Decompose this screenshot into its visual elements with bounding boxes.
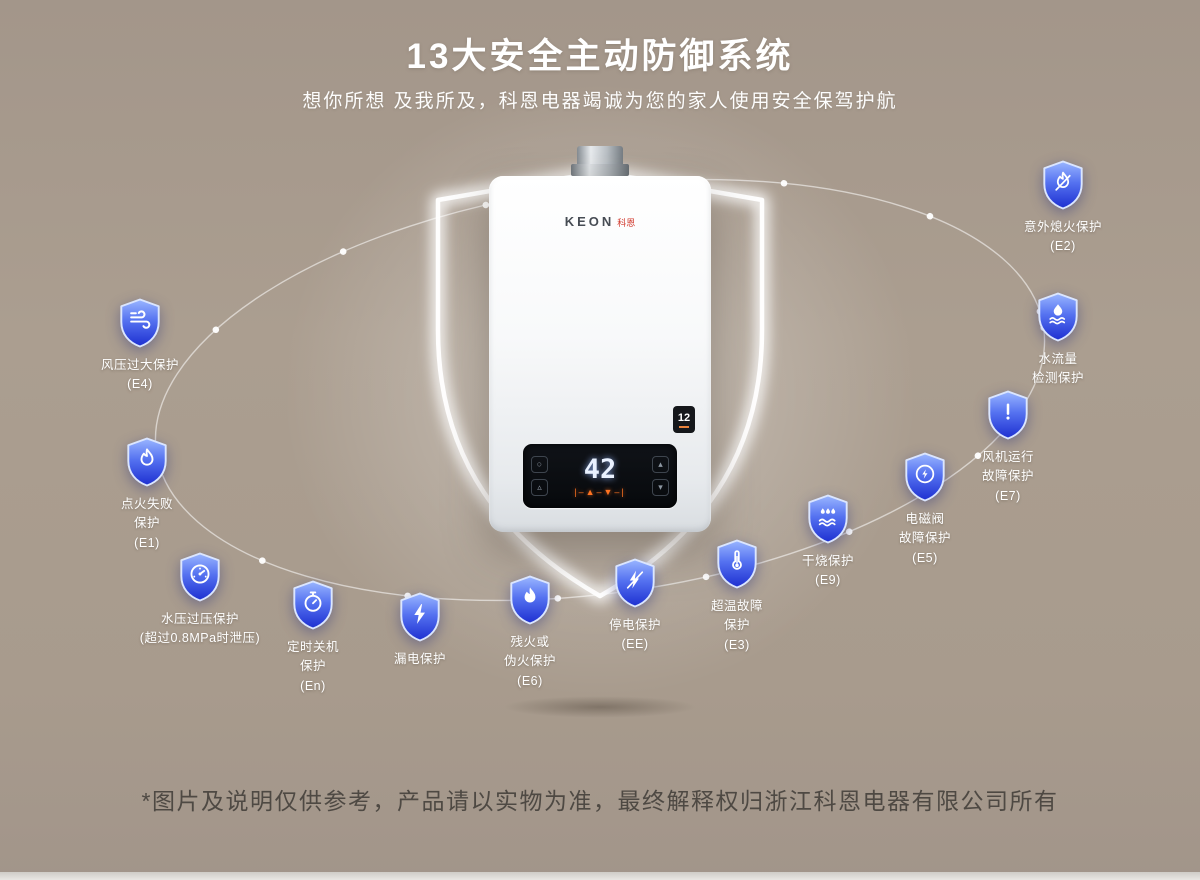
- water-flow-icon: [1035, 291, 1081, 343]
- safety-item-label: 点火失败保护(E1): [120, 497, 173, 550]
- heater-shadow: [503, 696, 697, 718]
- control-display: ○ ▵ 42 |–▲–▼–| ▴ ▾: [523, 444, 677, 508]
- safety-item-4: 定时关机保护(En): [228, 579, 398, 696]
- down-button-icon: ▾: [651, 479, 669, 496]
- safety-item-6: 残火或伪火保护(E6): [445, 574, 615, 691]
- capacity-badge-text: 12: [677, 411, 691, 424]
- safety-item-3: 水压过压保护(超过0.8MPa时泄压): [115, 551, 285, 649]
- safety-item-label: 风机运行故障保护(E7): [981, 450, 1034, 503]
- timed-shutdown-icon: [290, 579, 336, 631]
- fan-fault-icon: [985, 389, 1031, 441]
- safety-item-label: 超温故障保护(E3): [710, 599, 763, 652]
- safety-item-label: 电磁阀故障保护(E5): [898, 512, 951, 565]
- solenoid-valve-icon: [902, 451, 948, 503]
- safety-item-5: 漏电保护: [335, 591, 505, 669]
- bottom-strip: [0, 872, 1200, 880]
- power-failure-icon: [612, 557, 658, 609]
- safety-item-label: 风压过大保护(E4): [100, 358, 179, 392]
- safety-item-9: 干烧保护(E9): [743, 493, 913, 591]
- safety-item-11: 风机运行故障保护(E7): [923, 389, 1093, 506]
- ignition-failure-icon: [124, 436, 170, 488]
- up-button-icon: ▴: [651, 456, 669, 473]
- flue-pipe: [577, 146, 623, 164]
- page-subtitle: 想你所想 及我所及，科恩电器竭诚为您的家人使用安全保驾护航: [302, 91, 898, 112]
- safety-item-label: 定时关机保护(En): [286, 640, 339, 693]
- safety-item-7: 停电保护(EE): [550, 557, 720, 655]
- flame-out-icon: [1040, 159, 1086, 211]
- safety-item-label: 停电保护(EE): [608, 618, 661, 652]
- flue-collar: [571, 164, 629, 176]
- safety-item-12: 水流量检测保护: [973, 291, 1143, 389]
- display-readout: 42 |–▲–▼–|: [574, 456, 626, 497]
- safety-item-label: 残火或伪火保护(E6): [503, 635, 556, 688]
- safety-item-label: 干烧保护(E9): [801, 554, 854, 588]
- water-overpressure-icon: [177, 551, 223, 603]
- overtemperature-icon: [714, 538, 760, 590]
- safety-item-label: 水流量检测保护: [1031, 352, 1084, 386]
- safety-item-10: 电磁阀故障保护(E5): [840, 451, 1010, 568]
- flame-button-icon: ▵: [531, 479, 548, 496]
- dry-burn-icon: [805, 493, 851, 545]
- brand-cn-text: 科恩: [617, 218, 636, 228]
- display-right-buttons: ▴ ▾: [651, 456, 669, 496]
- power-button-icon: ○: [531, 456, 548, 473]
- safety-item-label: 水压过压保护(超过0.8MPa时泄压): [139, 612, 261, 646]
- temperature-readout: 42: [583, 453, 617, 485]
- brand-text: KEON: [564, 214, 615, 229]
- safety-item-13: 意外熄火保护(E2): [978, 159, 1148, 257]
- display-meter: |–▲–▼–|: [574, 486, 626, 497]
- residual-flame-icon: [507, 574, 553, 626]
- leakage-protection-icon: [397, 591, 443, 643]
- safety-item-2: 点火失败保护(E1): [62, 436, 232, 553]
- display-left-buttons: ○ ▵: [531, 456, 548, 496]
- safety-item-label: 漏电保护: [393, 652, 446, 666]
- wind-pressure-icon: [117, 297, 163, 349]
- safety-item-label: 意外熄火保护(E2): [1023, 220, 1102, 254]
- disclaimer-text: *图片及说明仅供参考，产品请以实物为准，最终解释权归浙江科恩电器有限公司所有: [141, 788, 1059, 814]
- safety-item-1: 风压过大保护(E4): [55, 297, 225, 395]
- page-title: 13大安全主动防御系统: [406, 37, 794, 76]
- capacity-badge: 12: [673, 406, 695, 433]
- safety-item-8: 超温故障保护(E3): [652, 538, 822, 655]
